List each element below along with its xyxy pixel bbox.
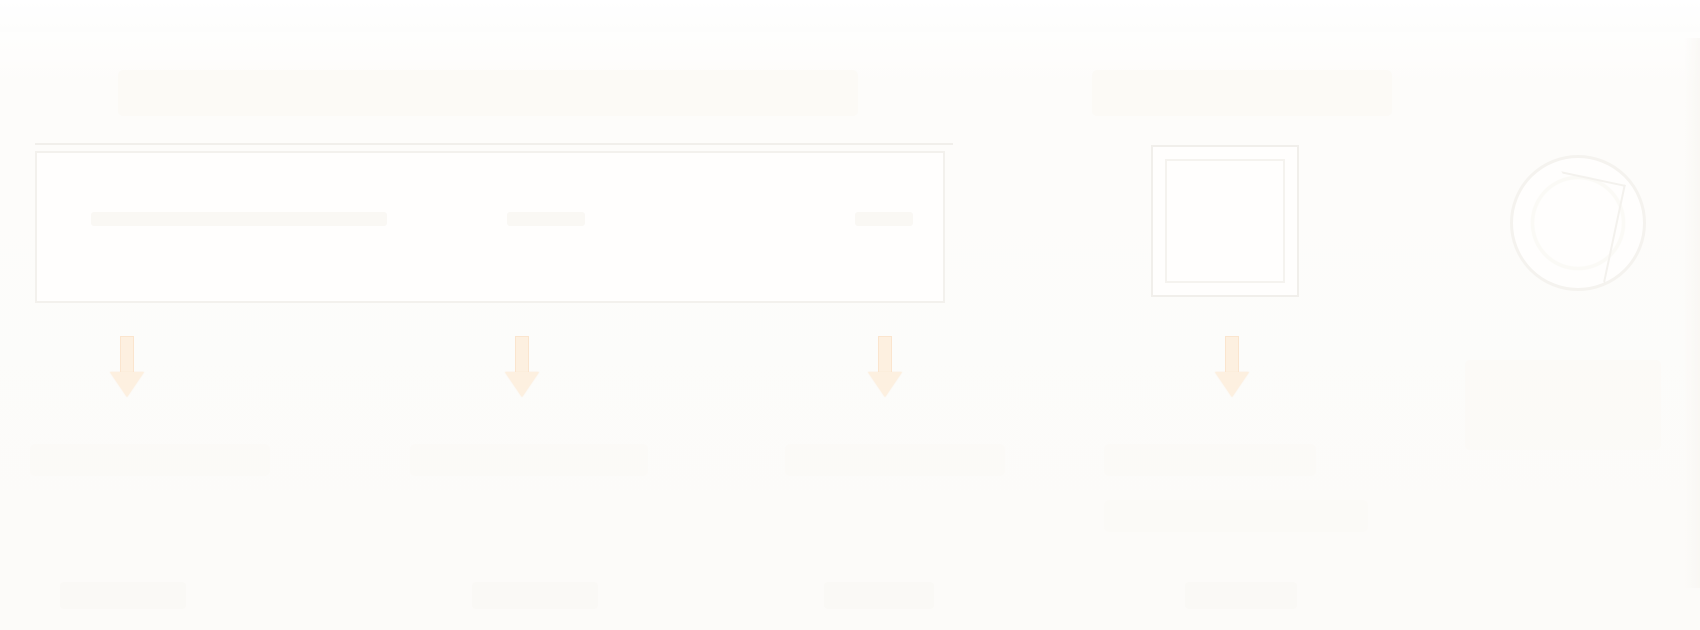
top-white-band <box>0 0 1700 32</box>
faded-label-one <box>30 444 270 476</box>
right-edge-shadow <box>1684 38 1700 588</box>
down-arrow-icon <box>1215 336 1249 400</box>
faded-bottom-label-two <box>472 582 598 609</box>
faded-bottom-label-four <box>1185 582 1297 609</box>
faded-panel-segment-three <box>855 212 913 226</box>
faded-label-five <box>1104 500 1368 532</box>
faded-label-four <box>1104 444 1316 476</box>
down-arrow-head <box>505 372 539 397</box>
faded-right-label <box>1465 360 1661 450</box>
faded-bottom-label-three <box>824 582 934 609</box>
panel-separator-line <box>35 143 953 145</box>
faded-label-three <box>785 444 1005 476</box>
faded-bottom-label-one <box>60 582 186 609</box>
circle-shape-icon <box>1510 155 1646 291</box>
down-arrow-head <box>868 372 902 397</box>
down-arrow-icon <box>505 336 539 400</box>
right-faded-heading <box>1092 70 1392 116</box>
left-faded-heading <box>118 70 858 116</box>
faded-label-two <box>410 444 648 476</box>
down-arrow-icon <box>110 336 144 400</box>
faded-panel-segment-one <box>91 212 387 226</box>
down-arrow-head <box>1215 372 1249 397</box>
down-arrow-icon <box>868 336 902 400</box>
square-shape-icon <box>1151 145 1299 297</box>
faded-panel-segment-two <box>507 212 585 226</box>
down-arrow-head <box>110 372 144 397</box>
faded-mask-panel <box>35 151 945 303</box>
